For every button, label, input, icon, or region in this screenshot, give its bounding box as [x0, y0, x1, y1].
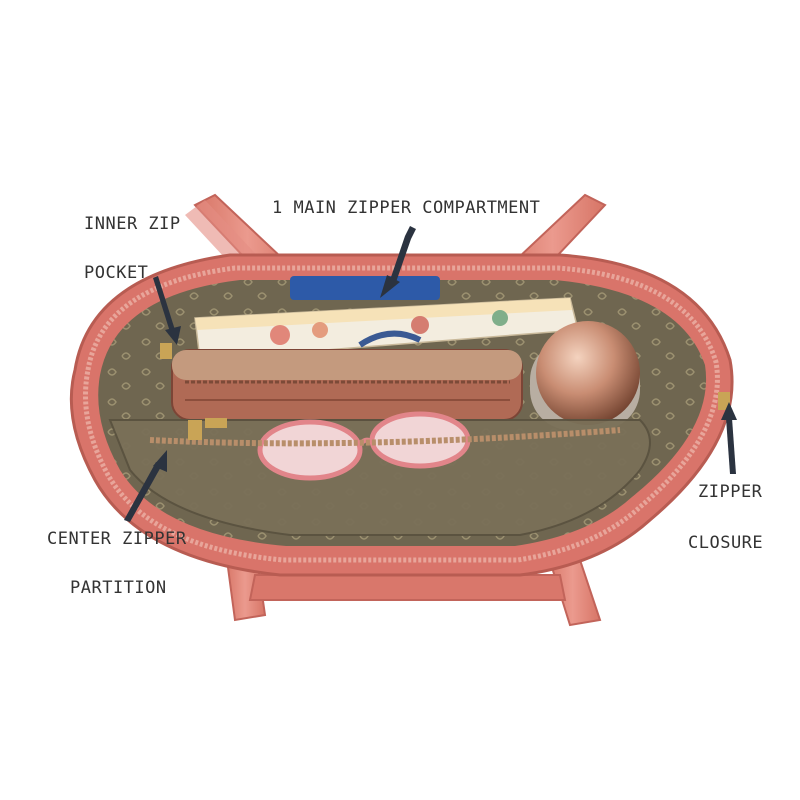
- bottle: [530, 321, 640, 430]
- inner-pocket-label-line2: POCKET: [84, 263, 149, 283]
- notebook: [194, 297, 579, 361]
- arrow-inner-pocket: [153, 276, 181, 345]
- closure-label-line1: ZIPPER: [698, 482, 763, 502]
- closure-label-line2: CLOSURE: [688, 533, 764, 553]
- phone: [290, 276, 440, 300]
- arrow-center-partition: [124, 450, 167, 522]
- center-partition-label-line2: PARTITION: [70, 578, 167, 598]
- main-compartment-label: 1 MAIN ZIPPER COMPARTMENT: [272, 198, 541, 218]
- pouch: [171, 349, 523, 421]
- arrow-closure: [721, 402, 737, 474]
- center-partition: [108, 419, 651, 536]
- arrow-main-compartment: [380, 226, 416, 298]
- zipper-pull-icon: [160, 343, 730, 440]
- zipper-edge: [83, 265, 720, 563]
- partition-zipper: [149, 427, 621, 447]
- center-partition-label-line1: CENTER ZIPPER: [47, 529, 187, 549]
- inner-pocket-label-line1: INNER ZIP: [84, 214, 181, 234]
